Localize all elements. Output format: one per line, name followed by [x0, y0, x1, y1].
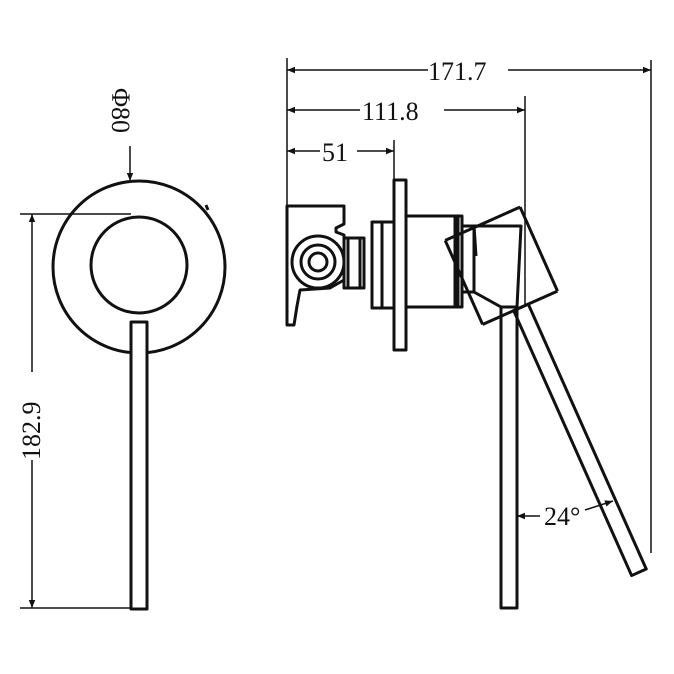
dimension-height: 182.9 [17, 402, 46, 461]
height-dimension [20, 213, 131, 609]
handle-body-side [404, 214, 460, 309]
wall-plate-side [392, 178, 408, 352]
dimension-body-depth: 51 [322, 138, 348, 167]
handle-hub [89, 215, 189, 315]
handle-lever-front [129, 320, 149, 611]
dimension-to-handle: 111.8 [362, 97, 419, 126]
elbow-connector-inner [307, 251, 329, 273]
dimension-overall-length: 171.7 [428, 57, 487, 86]
cartridge-nut [342, 236, 366, 290]
dimension-handle-angle: 24° [544, 502, 580, 531]
front-view [51, 179, 227, 611]
dimension-diameter: Φ80 [106, 88, 135, 133]
side-view [285, 178, 648, 610]
handle-lever-side [499, 305, 519, 610]
top-dimensions [286, 58, 652, 553]
angle-dimension [517, 500, 614, 520]
handle-lever-rotated [443, 205, 648, 578]
elbow-connector-mid [299, 243, 337, 281]
